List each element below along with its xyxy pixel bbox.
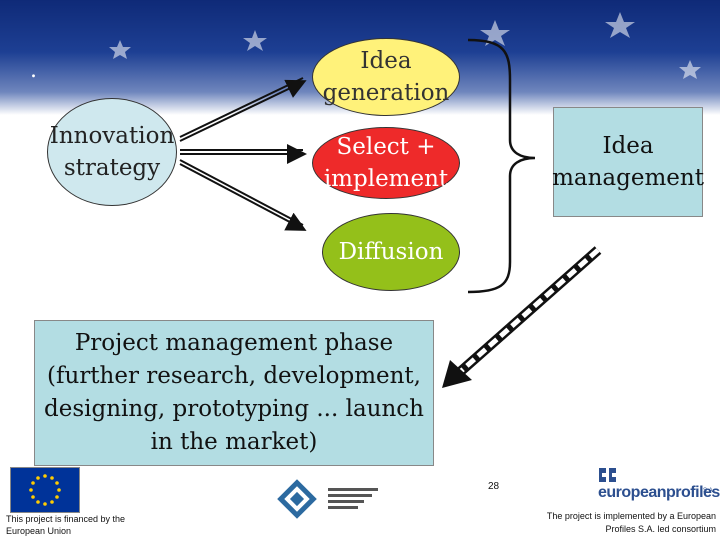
header-stars	[109, 12, 701, 79]
chamber-of-commerce-logo	[277, 479, 378, 519]
diffusion-label: Diffusion	[338, 239, 444, 265]
project-management-box: Project management phase (further resear…	[34, 320, 434, 466]
select-implement-label: Select + implement	[323, 134, 449, 192]
innovation-strategy-node: Innovation strategy	[47, 98, 177, 206]
eu-flag-icon	[10, 467, 80, 513]
arrow-to-select-implement	[180, 144, 307, 164]
bullet-mark: .	[30, 58, 37, 83]
arrow-to-idea-generation	[179, 77, 307, 142]
header-star	[243, 30, 267, 51]
diffusion-node: Diffusion	[322, 213, 460, 291]
project-management-label: Project management phase (further resear…	[44, 330, 424, 455]
header-star	[480, 20, 510, 46]
header-star	[605, 12, 635, 38]
curly-brace	[467, 38, 536, 294]
european-profiles-logo-mark-icon	[599, 468, 616, 482]
header-star	[109, 40, 131, 59]
idea-generation-label: Idea generation	[322, 48, 450, 106]
implementer-caption: The project is implemented by a European…	[546, 511, 716, 534]
innovation-strategy-label: Innovation strategy	[49, 123, 175, 181]
arrow-to-project-management	[442, 246, 602, 388]
idea-management-box: Idea management	[552, 107, 704, 217]
european-profiles-logo: europeanprofiles	[598, 484, 720, 501]
arrow-to-diffusion	[179, 159, 307, 231]
european-profiles-logo-suffix: S.A.	[703, 488, 715, 494]
eu-funding-caption: This project is financed by the European…	[6, 514, 126, 536]
page-number: 28	[488, 481, 500, 492]
idea-generation-node: Idea generation	[312, 38, 460, 116]
select-implement-node: Select + implement	[312, 127, 460, 199]
header-star	[679, 60, 701, 79]
idea-management-label: Idea management	[552, 133, 704, 191]
